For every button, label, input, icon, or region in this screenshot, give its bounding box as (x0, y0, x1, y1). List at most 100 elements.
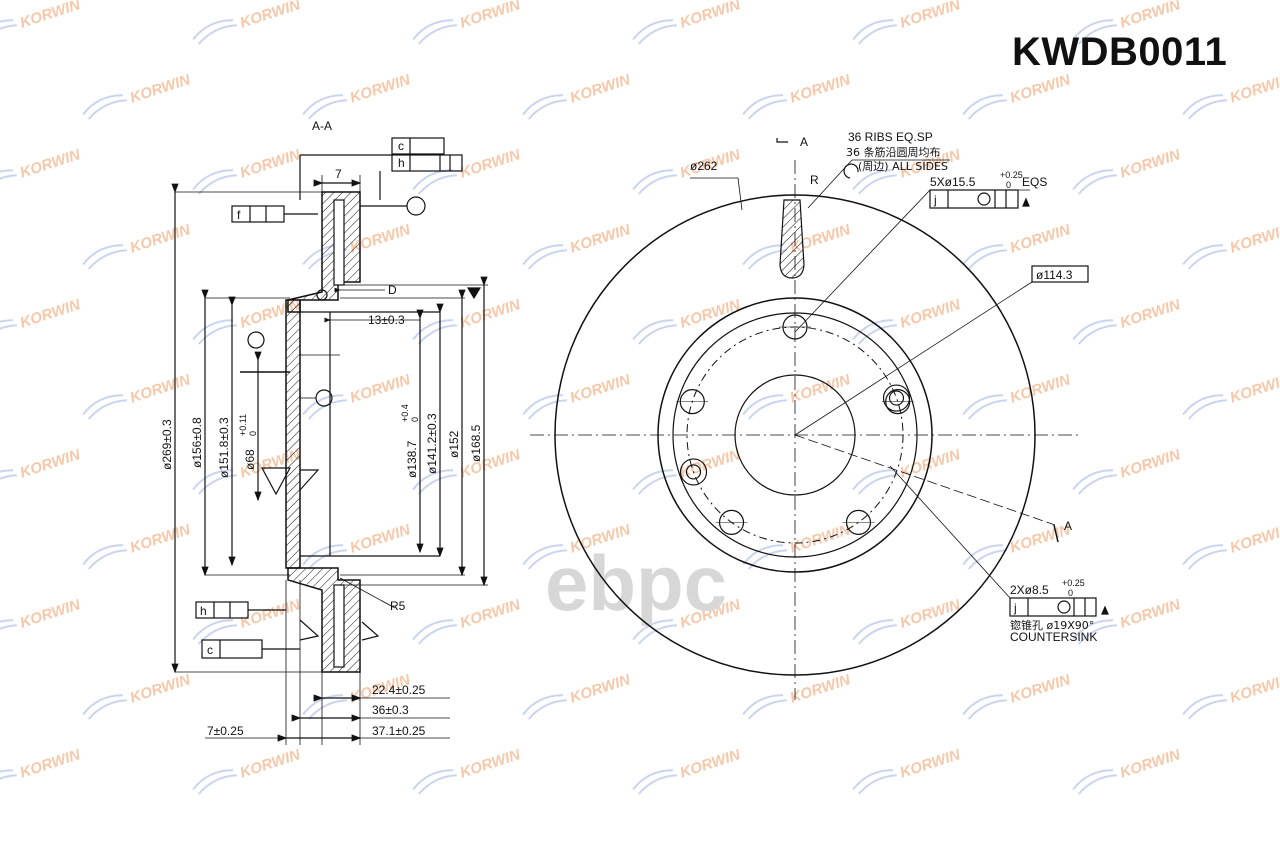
section-arrow-top (776, 138, 788, 143)
watermark-swoosh (632, 19, 677, 45)
watermark-text: KORWIN (1228, 521, 1280, 557)
watermark-text: KORWIN (458, 296, 524, 332)
tolerance-frame-j-bottom (1009, 597, 1109, 617)
watermark-text: KORWIN (1228, 221, 1280, 257)
dim-68: ø68 (243, 449, 257, 470)
watermark-swoosh (412, 169, 457, 195)
watermark-item: KORWIN (0, 0, 83, 45)
watermark-text: KORWIN (788, 521, 854, 557)
dim-151-8: ø151.8±0.3 (217, 417, 231, 478)
eqs-label: EQS (1022, 175, 1047, 189)
watermark-text: KORWIN (18, 296, 84, 332)
watermark-text: KORWIN (898, 296, 964, 332)
surface-mark-inner (299, 469, 320, 491)
small-tol-up: +0.25 (1062, 578, 1085, 588)
watermark-swoosh (962, 694, 1007, 720)
watermark-swoosh (0, 619, 17, 645)
section-hatch-upper (287, 191, 361, 313)
small-hole (685, 464, 702, 480)
dim-152: ø152 (447, 430, 461, 458)
watermark-swoosh (742, 94, 787, 120)
dim-22-4: 22.4±0.25 (372, 683, 426, 697)
tolerance-frame-j-top (929, 189, 1030, 209)
watermark-text: KORWIN (348, 371, 414, 407)
watermark-item: KORWIN (852, 296, 964, 345)
watermark-item: KORWIN (852, 746, 963, 795)
dim-7-bottom: 7±0.25 (207, 724, 244, 738)
section-label: A-A (312, 119, 332, 133)
watermark-text: KORWIN (128, 671, 194, 707)
watermark-swoosh (632, 319, 677, 345)
watermark-item: KORWIN (1072, 296, 1183, 345)
watermark-layer: KORWIN KORWIN KORWIN KORWIN KORWIN KORWIN KORW… (0, 0, 1280, 795)
watermark-item: KORWIN (742, 671, 854, 720)
watermark-text: KORWIN (458, 146, 524, 182)
watermark-item: KORWIN (412, 596, 524, 645)
tolerance-frame-f (231, 205, 318, 223)
bolt-tol-up: +0.25 (1000, 170, 1023, 180)
dim-7-top: 7 (335, 167, 342, 181)
section-view: A-A (171, 119, 488, 745)
front-dim-texts: ø262 A A 36 RIBS EQ.SP 36 条筋沿圆周均布 (周边) A… (690, 130, 1097, 644)
watermark-swoosh (82, 394, 127, 420)
watermark-text: KORWIN (568, 371, 634, 407)
bolt-tol-lo: 0 (1006, 180, 1011, 190)
pcd-box (1031, 265, 1089, 283)
watermark-item: KORWIN (82, 221, 194, 270)
watermark-text: KORWIN (458, 596, 524, 632)
watermark-item: KORWIN (632, 296, 743, 345)
watermark-logo-text: ebpc (545, 539, 727, 627)
watermark-text: KORWIN (128, 521, 194, 557)
watermark-text: KORWIN (238, 746, 304, 782)
watermark-item: KORWIN (632, 146, 743, 195)
countersink-cn: 锪锥孔 ø19X90° (1010, 619, 1094, 632)
watermark-swoosh (522, 694, 567, 720)
datum-circle-d (316, 289, 328, 301)
watermark-swoosh (852, 319, 897, 345)
leader-small-hole (889, 465, 1011, 599)
bolt-holes-label: 5Xø15.5 (930, 175, 976, 189)
watermark-text: KORWIN (898, 596, 964, 632)
pcd-label: ø114.3 (1036, 268, 1073, 282)
watermark-text: KORWIN (1228, 71, 1280, 107)
watermark-item: KORWIN (0, 596, 83, 645)
watermark-swoosh (192, 19, 237, 45)
rib-symbol (843, 163, 859, 179)
datum-circle-left (247, 331, 265, 349)
tol-letter-f: f (237, 208, 241, 222)
watermark-text: KORWIN (788, 671, 854, 707)
surface-mark-left (260, 467, 292, 496)
watermark-swoosh (742, 544, 787, 570)
watermark-swoosh (302, 94, 347, 120)
watermark-text: KORWIN (1008, 371, 1074, 407)
surface-mark-lower-right (361, 621, 380, 641)
watermark-swoosh (1182, 694, 1227, 720)
watermark-item: KORWIN (632, 746, 743, 795)
watermark-item: KORWIN (412, 746, 523, 795)
watermark-item: KORWIN (962, 521, 1073, 570)
watermark-item: KORWIN (1182, 71, 1280, 120)
watermark-item: KORWIN (302, 71, 413, 120)
watermark-text: KORWIN (1228, 371, 1280, 407)
watermark-swoosh (852, 769, 897, 795)
watermark-item: KORWIN (82, 521, 194, 570)
dim-138-7: ø138.7 (405, 440, 419, 478)
watermark-item: KORWIN (742, 71, 853, 120)
leader-pcd (794, 281, 1033, 436)
watermark-item: KORWIN (302, 371, 414, 420)
watermark-text: KORWIN (1118, 146, 1184, 182)
watermark-text: KORWIN (128, 221, 194, 257)
watermark-text: KORWIN (458, 446, 524, 482)
watermark-text: KORWIN (18, 446, 84, 482)
watermark-swoosh (522, 544, 567, 570)
watermark-swoosh (1072, 19, 1117, 45)
dim-156: ø156±0.8 (190, 417, 204, 468)
section-hatch-hat (285, 299, 301, 569)
watermark-item: KORWIN (192, 746, 304, 795)
vent-gap-lower (333, 584, 345, 668)
watermark-swoosh (522, 94, 567, 120)
dim-138-tol-lo: 0 (410, 417, 420, 422)
watermark-swoosh (302, 694, 347, 720)
watermark-swoosh (412, 619, 457, 645)
